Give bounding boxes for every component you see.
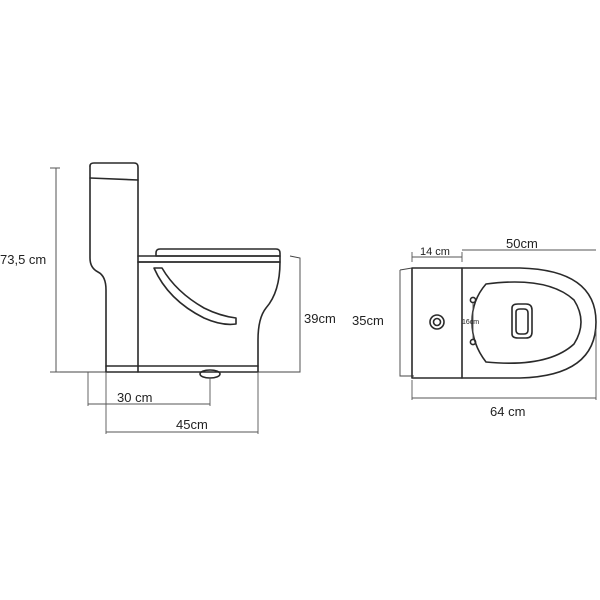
side-view xyxy=(50,162,301,434)
seat-bolt-bottom xyxy=(469,338,477,346)
depth-dimension-line xyxy=(105,372,259,434)
bowl-height-label: 39cm xyxy=(304,311,336,326)
tank-width-dimension-line xyxy=(411,252,463,262)
drain-opening-inner xyxy=(515,308,529,335)
drain-opening xyxy=(511,303,533,339)
tank-lid xyxy=(89,177,139,181)
total-length-label: 64 cm xyxy=(490,404,525,419)
depth-label: 45cm xyxy=(176,417,208,432)
width-label: 35cm xyxy=(352,313,384,328)
flush-button-inner xyxy=(432,317,442,327)
top-tank-outline xyxy=(411,267,463,379)
seat xyxy=(137,255,281,263)
tank-width-label: 14 cm xyxy=(420,246,450,258)
top-seat-inner xyxy=(471,281,582,364)
top-view xyxy=(399,249,597,400)
seat-bolt-top xyxy=(469,296,477,304)
rough-in-dimension-line xyxy=(87,372,211,406)
bolt-spacing-label: 16cm xyxy=(462,319,479,326)
tank-front-edge xyxy=(89,165,107,373)
total-length-dimension-line xyxy=(411,330,597,400)
bowl-outline xyxy=(105,261,281,373)
height-total-label: 73,5 cm xyxy=(0,252,46,267)
top-bowl-outline xyxy=(461,267,597,379)
tank-outline xyxy=(89,162,139,373)
height-dimension-line xyxy=(50,167,60,373)
bowl-trapway xyxy=(153,267,237,326)
side-view-backdrop xyxy=(55,168,301,373)
bowl-length-label: 50cm xyxy=(506,236,538,251)
flush-button xyxy=(429,314,445,330)
seat-lid xyxy=(155,248,281,257)
rough-in-label: 30 cm xyxy=(117,390,152,405)
